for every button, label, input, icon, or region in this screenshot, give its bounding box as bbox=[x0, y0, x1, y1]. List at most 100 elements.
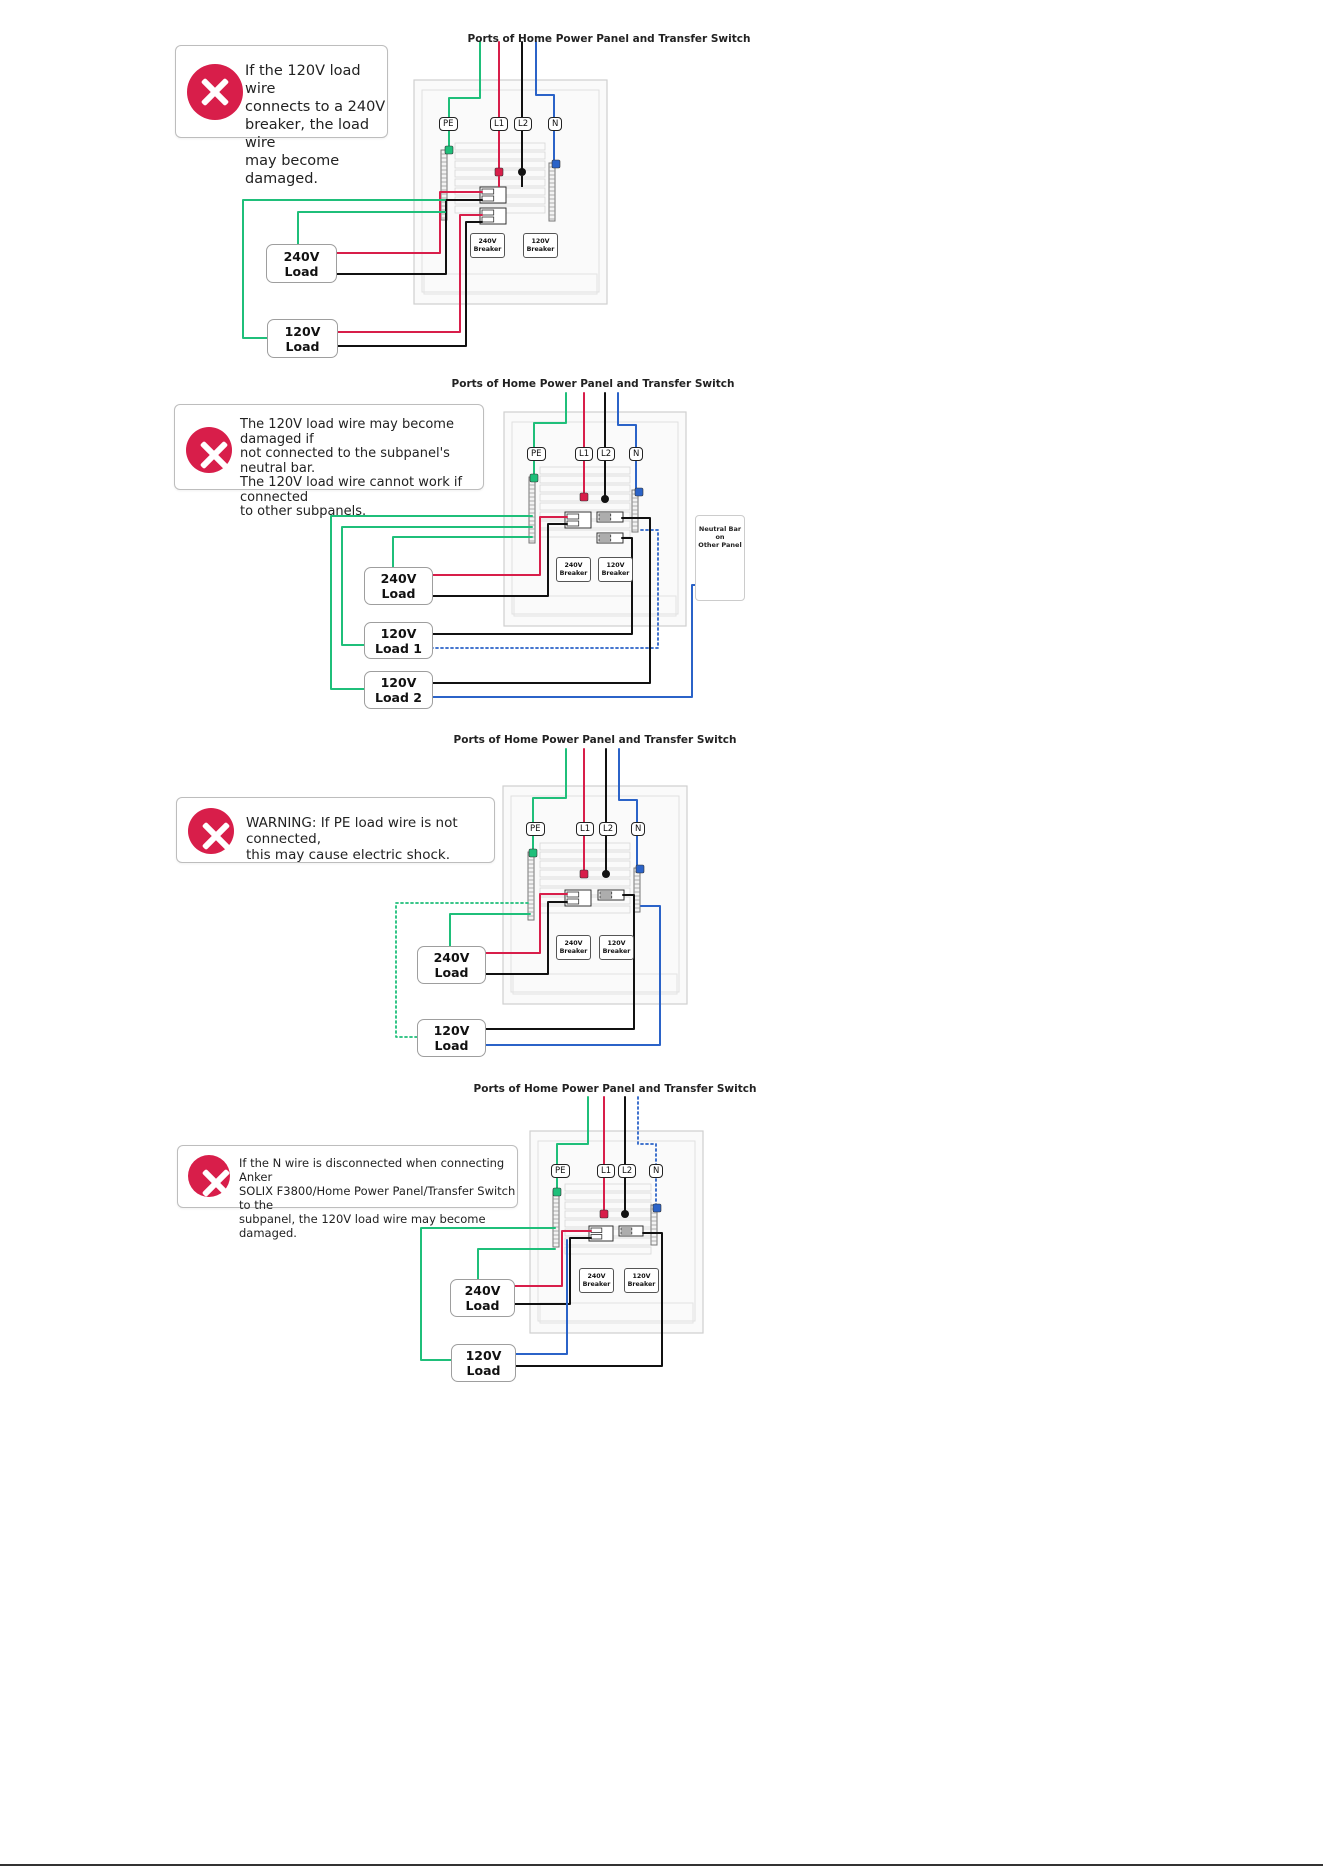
panel-2-warning-text: The 120V load wire may become damaged if… bbox=[240, 417, 463, 519]
panel-3-pe-bar bbox=[527, 851, 535, 921]
panel-1-base bbox=[423, 273, 598, 295]
panel-3-warning-text: WARNING: If PE load wire is not connecte… bbox=[246, 815, 458, 863]
panel-2-load1-pe-wire bbox=[341, 526, 533, 646]
other-panel-neutral-bar: Neutral Bar on Other Panel bbox=[695, 515, 745, 601]
panel-1-240v-l2-wire bbox=[335, 199, 483, 275]
panel-4-240v-pe-wire bbox=[477, 1248, 556, 1280]
panel-3-header: Ports of Home Power Panel and Transfer S… bbox=[453, 734, 737, 746]
port-pe: PE bbox=[527, 447, 546, 461]
panel-3-ghost-slot bbox=[539, 878, 631, 887]
panel-3-120v-pe-wire bbox=[395, 902, 531, 1038]
port-n: N bbox=[629, 447, 644, 461]
panel-4-breaker-120-slot bbox=[620, 1227, 633, 1231]
panel-2-breaker-120a-slot bbox=[598, 517, 612, 521]
panel-1-l1-terminal bbox=[494, 167, 504, 177]
port-l2: L2 bbox=[618, 1164, 637, 1178]
panel-2-load2-hot-wire bbox=[430, 517, 651, 684]
error-x-icon bbox=[188, 1155, 230, 1197]
panel-4-breaker-120-slot bbox=[620, 1231, 633, 1235]
panel-4-n-terminal bbox=[652, 1203, 662, 1213]
panel-3-240v-l2-wire bbox=[483, 901, 568, 975]
panel-1-n-terminal bbox=[551, 159, 561, 169]
panel-4-l1-terminal bbox=[599, 1209, 609, 1219]
panel-1-l2-terminal bbox=[518, 168, 526, 176]
panel-1-breaker-120-slot bbox=[481, 209, 495, 216]
port-pe: PE bbox=[439, 117, 458, 131]
panel-1-breaker-240-slot bbox=[481, 195, 495, 202]
panel-2-load2-pe-wire bbox=[330, 515, 533, 690]
port-l1: L1 bbox=[576, 822, 595, 836]
port-l2: L2 bbox=[599, 822, 618, 836]
panel-2-ghost-slot bbox=[539, 502, 631, 511]
panel-3-l1-terminal bbox=[579, 869, 589, 879]
panel-2-l1-terminal bbox=[579, 492, 589, 502]
panel-1-pe-bar bbox=[440, 149, 448, 221]
panel-1-inner bbox=[421, 89, 600, 293]
panel-3-breaker-120 bbox=[597, 889, 625, 901]
panel-1-warning: If the 120V load wire connects to a 240V… bbox=[175, 45, 388, 187]
error-x-icon bbox=[187, 64, 243, 120]
panel-3-pe-terminal bbox=[528, 848, 538, 858]
panel-2-l2-terminal bbox=[601, 495, 609, 503]
panel-1-pe-terminal bbox=[444, 145, 454, 155]
panel-1-240v-l1-wire bbox=[335, 191, 483, 254]
panel-2-breaker-120a bbox=[596, 511, 624, 523]
panel-4-120v-hot-wire bbox=[513, 1232, 663, 1367]
panel-2-240v-l2-wire bbox=[430, 523, 568, 597]
panel-1-n-bar bbox=[548, 162, 556, 222]
port-pe: PE bbox=[551, 1164, 570, 1178]
port-n: N bbox=[631, 822, 646, 836]
panel-2-load1-hot-wire bbox=[430, 537, 633, 635]
error-x-icon bbox=[188, 808, 234, 854]
port-l1: L1 bbox=[597, 1164, 616, 1178]
panel-3-base bbox=[512, 973, 678, 995]
panel-4-base bbox=[539, 1302, 694, 1324]
panel-4-ghost-slot bbox=[564, 1183, 652, 1192]
port-pe: PE bbox=[526, 822, 545, 836]
panel-1-header: Ports of Home Power Panel and Transfer S… bbox=[467, 33, 751, 45]
panel-2-header: Ports of Home Power Panel and Transfer S… bbox=[451, 378, 735, 390]
panel-1-240v-pe-wire bbox=[297, 211, 446, 245]
other-panel-neutral-bar-label: Neutral Bar on Other Panel bbox=[698, 525, 742, 549]
port-l1: L1 bbox=[490, 117, 509, 131]
panel-3-l2-terminal bbox=[602, 870, 610, 878]
panel-2-breaker-240 bbox=[564, 511, 592, 529]
port-l1: L1 bbox=[575, 447, 594, 461]
panel-4-header: Ports of Home Power Panel and Transfer S… bbox=[473, 1083, 757, 1095]
panel-2-240v-pe-wire bbox=[392, 536, 533, 568]
panel-3-240v-l1-wire bbox=[483, 893, 568, 954]
panel-2-breaker-120b-slot bbox=[598, 538, 612, 542]
port-l2: L2 bbox=[514, 117, 533, 131]
panel-3-breaker-120-slot bbox=[599, 891, 613, 895]
panel-3-120v-hot-wire bbox=[483, 894, 635, 1030]
port-n: N bbox=[548, 117, 563, 131]
panel-2-240v-l1-wire bbox=[430, 516, 568, 576]
panel-1-120v-l1-wire bbox=[335, 214, 483, 333]
panel-4-pe-terminal bbox=[552, 1187, 562, 1197]
panel-1-120v-pe-wire bbox=[242, 199, 446, 339]
panel-3-120v-neutral-wire bbox=[483, 905, 661, 1046]
panel-4-l2-terminal bbox=[621, 1210, 629, 1218]
panel-4-breaker-240 bbox=[588, 1225, 614, 1242]
panel-2-load1-neutral-wire bbox=[430, 529, 659, 649]
panel-4-warning: If the N wire is disconnected when conne… bbox=[177, 1145, 518, 1240]
panel-4-ghost-slot bbox=[564, 1192, 652, 1201]
panel-3-inner bbox=[510, 795, 680, 993]
panel-2-base bbox=[513, 595, 677, 617]
panel-4-240v-l2-wire bbox=[512, 1237, 592, 1305]
panel-2-n-terminal bbox=[634, 487, 644, 497]
port-l2: L2 bbox=[597, 447, 616, 461]
panel-4-breaker-240-slot bbox=[590, 1234, 603, 1240]
panel-4-240v-l1-wire bbox=[512, 1230, 592, 1287]
